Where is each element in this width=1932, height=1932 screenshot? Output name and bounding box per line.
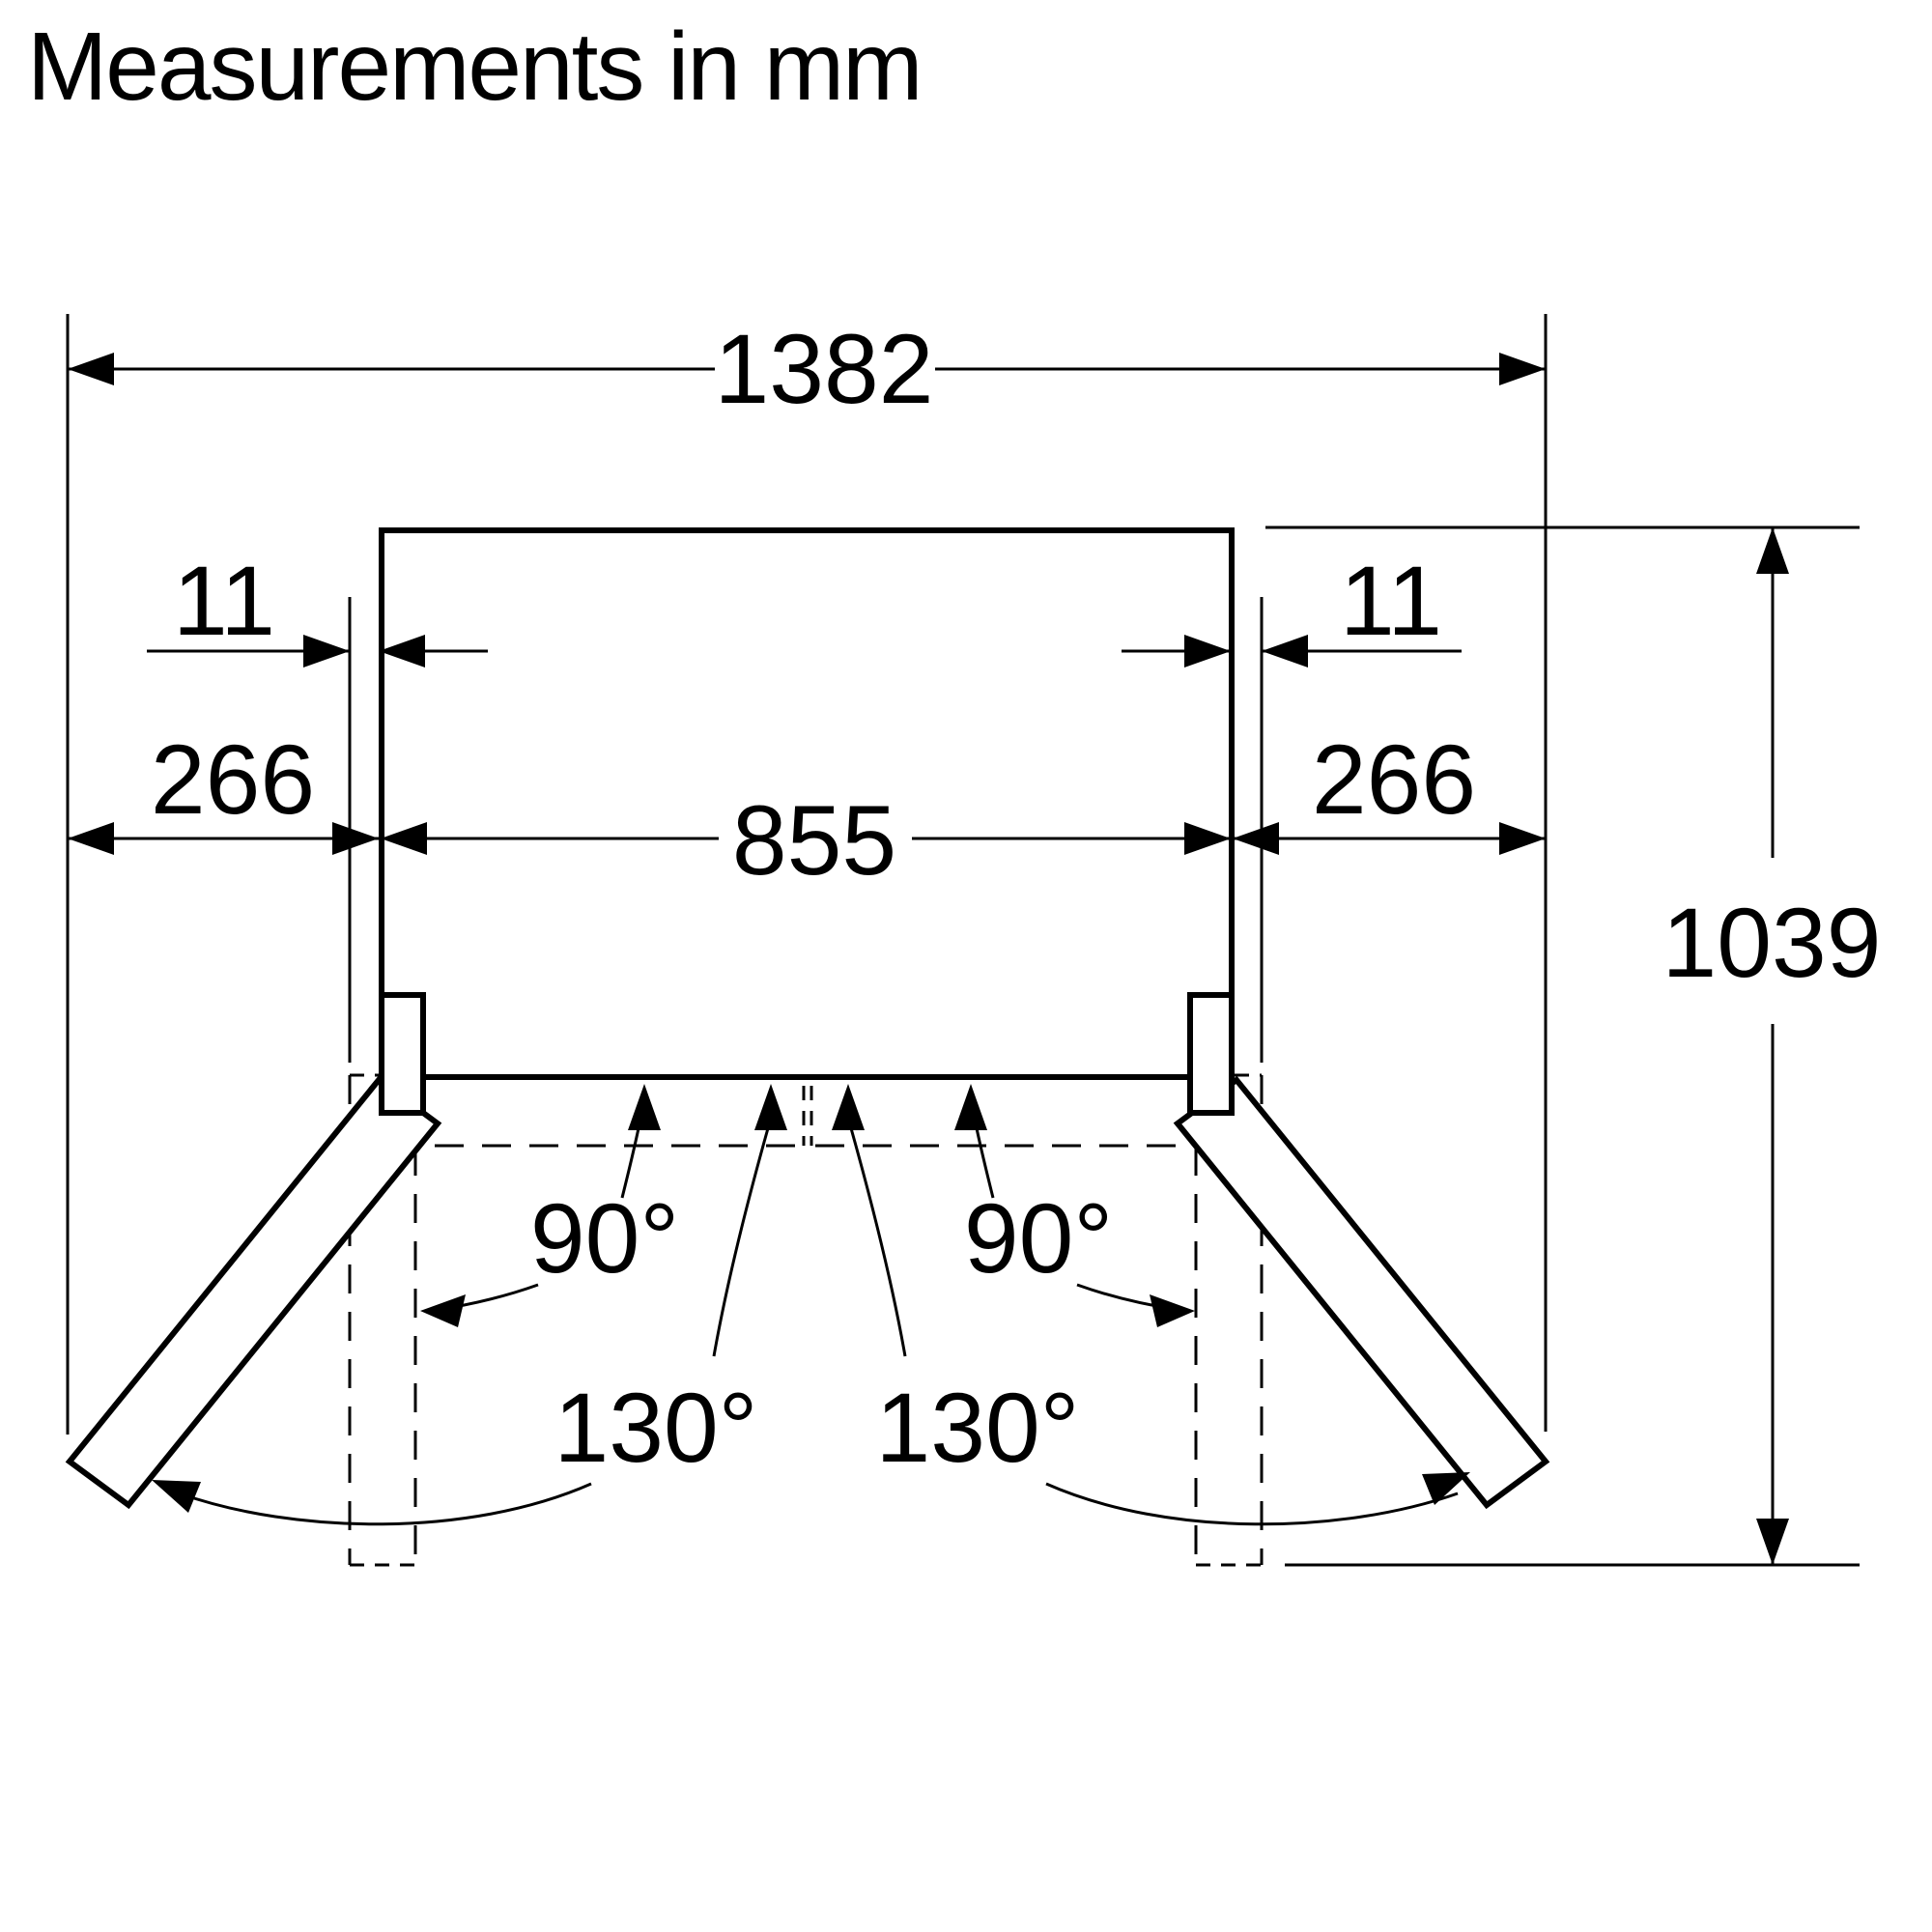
arrow-left-icon [1262,635,1308,668]
left-130-arc-upper [712,1127,770,1357]
arrow-left-icon [68,353,114,385]
dim-label-total-width: 1382 [715,314,934,424]
door-swing-angles: 90° 90° 130° 130° [152,1084,1470,1526]
dim-cabinet-width: 855 [381,785,1231,895]
dim-total-width: 1382 [68,314,1546,424]
left-130-arc-lower [179,1482,592,1526]
dim-label-right-266: 266 [1312,724,1476,835]
arrow-left-icon [379,635,425,668]
arrow-right-icon [1499,822,1546,855]
arrow-up-right-icon [1422,1472,1470,1505]
dim-depth-door-open: 1039 [1662,527,1882,1565]
arrow-right-icon [1150,1294,1195,1327]
right-130-arc-lower [1045,1482,1459,1526]
right-130-arc-upper [849,1127,907,1357]
dim-label-855: 855 [732,785,896,895]
arrow-left-icon [420,1294,466,1327]
arrow-up-icon [832,1084,865,1130]
arrow-left-icon [381,822,427,855]
arrow-right-icon [332,822,379,855]
arrow-right-icon [1184,635,1231,668]
doors-open-130 [65,1075,1550,1510]
arrow-up-icon [628,1084,661,1130]
extension-lines [66,314,1860,1567]
arrow-left-icon [1233,822,1279,855]
arrow-up-icon [1756,527,1789,574]
hinges [379,992,1235,1116]
dim-right-clearance: 266 [1233,724,1546,855]
arrow-right-icon [303,635,350,668]
angle-label-right-130: 130° [876,1373,1080,1483]
dim-left-clearance: 266 [68,724,379,855]
cabinet-outline [379,527,1235,1080]
page-title: Measurements in mm [27,13,921,121]
arrow-up-left-icon [152,1480,201,1513]
dim-label-1039: 1039 [1662,888,1882,998]
dim-label-right-11: 11 [1340,546,1442,656]
left-hinge-block [379,992,426,1116]
right-hinge-block [1187,992,1235,1116]
arrow-down-icon [1756,1519,1789,1565]
cabinet-body [379,527,1235,1080]
right-90-arc-upper [975,1127,995,1199]
arrow-right-icon [1184,822,1231,855]
door-90deg-dashed-outlines [348,1073,1264,1567]
left-90-arc-upper [620,1127,640,1199]
left-door-panel [65,1075,442,1510]
arrow-left-icon [68,822,114,855]
dim-left-door-protrusion: 11 [147,546,488,668]
angle-label-left-130: 130° [554,1373,758,1483]
dim-label-left-11: 11 [173,546,275,656]
angle-label-left-90: 90° [530,1183,679,1293]
dim-right-door-protrusion: 11 [1122,546,1462,668]
arrow-up-icon [954,1084,987,1130]
dim-label-left-266: 266 [151,724,315,835]
angle-label-right-90: 90° [964,1183,1113,1293]
right-door-panel [1173,1075,1550,1510]
arrow-right-icon [1499,353,1546,385]
arrow-up-icon [754,1084,787,1130]
